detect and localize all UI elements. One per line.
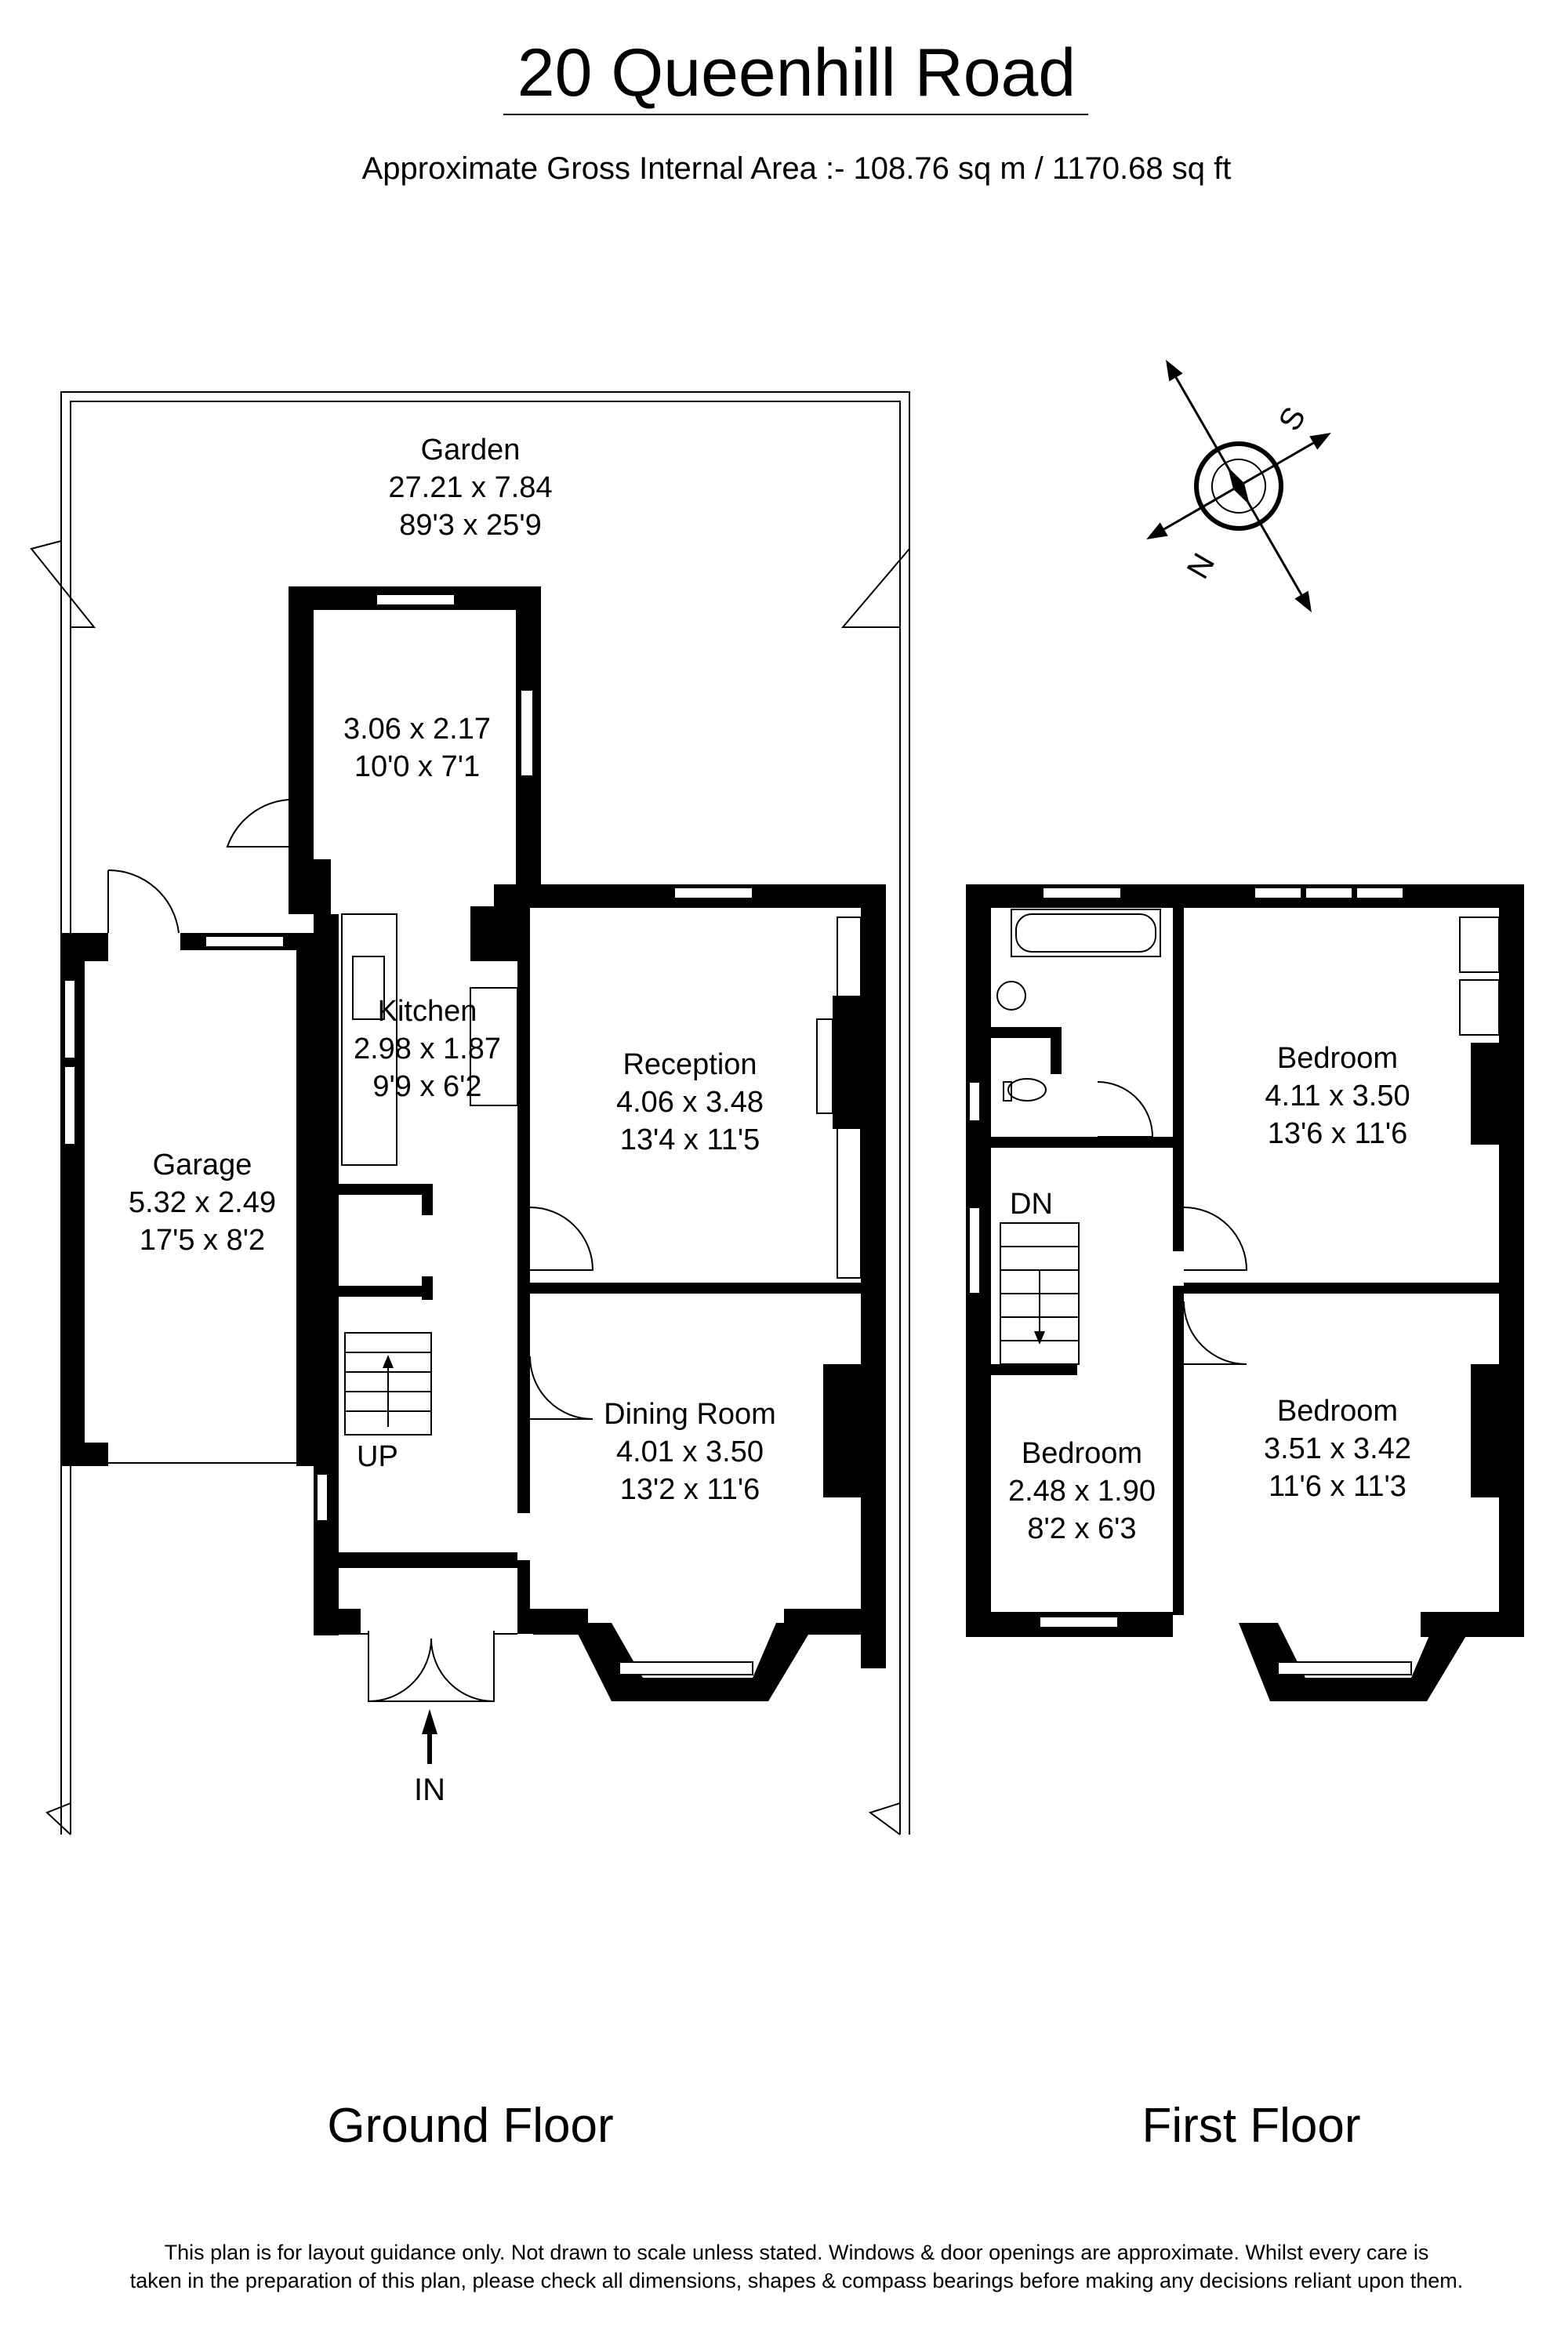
compass [1146, 359, 1331, 613]
kitchen-metric: 2.98 x 1.87 [354, 1033, 501, 1065]
bedroom3-name: Bedroom [1022, 1437, 1142, 1470]
utility-metric: 3.06 x 2.17 [343, 713, 491, 746]
bedroom1-imperial: 13'6 x 11'6 [1268, 1117, 1408, 1150]
bedroom3-metric: 2.48 x 1.90 [1008, 1475, 1156, 1508]
entrance-label: IN [414, 1773, 445, 1807]
bedroom1-name: Bedroom [1277, 1042, 1398, 1075]
gross-area-subtitle: Approximate Gross Internal Area :- 108.7… [362, 151, 1232, 186]
dining-metric: 4.01 x 3.50 [616, 1436, 764, 1468]
stairs-up-label: UP [357, 1440, 398, 1473]
garage-imperial: 17'5 x 8'2 [140, 1224, 265, 1257]
porch-outline [339, 1633, 517, 1702]
utility-window [376, 593, 456, 606]
plan-title: 20 Queenhill Road [517, 35, 1076, 111]
garage-side-window-1 [64, 979, 76, 1059]
ground-floor-stairs [344, 1332, 432, 1436]
garage-window [205, 935, 285, 948]
dining-imperial: 13'2 x 11'6 [620, 1473, 760, 1506]
disclaimer-line-2: taken in the preparation of this plan, p… [130, 2269, 1464, 2292]
ground-floor-walls [61, 586, 886, 1668]
first-floor-details [968, 887, 1500, 1701]
garden-name: Garden [421, 434, 521, 466]
reception-window [673, 887, 753, 899]
compass-north-label: N [1181, 548, 1222, 585]
reception-metric: 4.06 x 3.48 [616, 1086, 764, 1119]
garden-metric: 27.21 x 7.84 [388, 471, 552, 504]
dining-name: Dining Room [604, 1398, 776, 1431]
kitchen-name: Kitchen [378, 995, 477, 1028]
kitchen-counter [470, 987, 518, 1106]
ground-floor-details [64, 593, 862, 1702]
bedroom3-imperial: 8'2 x 6'3 [1027, 1512, 1136, 1545]
utility-door [226, 799, 289, 848]
utility-imperial: 10'0 x 7'1 [354, 750, 480, 783]
bath [1011, 909, 1161, 957]
reception-door [529, 1207, 594, 1271]
bedroom2-name: Bedroom [1277, 1395, 1398, 1428]
entrance-arrow [422, 1709, 437, 1764]
garage-side-window-2 [64, 1065, 76, 1145]
room-labels: Garden 27.21 x 7.84 89'3 x 25'9 3.06 x 2… [129, 434, 1411, 1545]
first-floor-stairs [1000, 1222, 1080, 1365]
kitchen-sink [352, 956, 385, 1020]
bedroom2-imperial: 11'6 x 11'3 [1269, 1470, 1406, 1503]
dining-door [529, 1356, 593, 1420]
reception-name: Reception [622, 1048, 757, 1081]
reception-imperial: 13'4 x 11'5 [620, 1123, 760, 1156]
stairs-down-label: DN [1010, 1188, 1053, 1221]
garage-door [107, 869, 180, 934]
front-door-left [368, 1631, 432, 1702]
bedroom2-metric: 3.51 x 3.42 [1264, 1432, 1411, 1465]
garage-metric: 5.32 x 2.49 [129, 1186, 276, 1219]
first-floor-label: First Floor [1142, 2099, 1361, 2153]
front-door-right [430, 1631, 495, 1702]
utility-side-window [520, 689, 534, 777]
disclaimer-line-1: This plan is for layout guidance only. N… [165, 2241, 1429, 2264]
wc [1007, 1078, 1047, 1102]
stair-arrow [383, 1355, 394, 1368]
kitchen-worktop [341, 913, 397, 1166]
bedroom1-metric: 4.11 x 3.50 [1265, 1080, 1410, 1112]
garden-imperial: 89'3 x 25'9 [399, 509, 541, 542]
kitchen-imperial: 9'9 x 6'2 [372, 1070, 481, 1103]
ground-floor-label: Ground Floor [327, 2099, 613, 2153]
garage-name: Garage [153, 1149, 252, 1181]
hall-window [316, 1473, 328, 1522]
first-floor-walls [966, 884, 1524, 1637]
compass-south-label: S [1272, 401, 1312, 437]
